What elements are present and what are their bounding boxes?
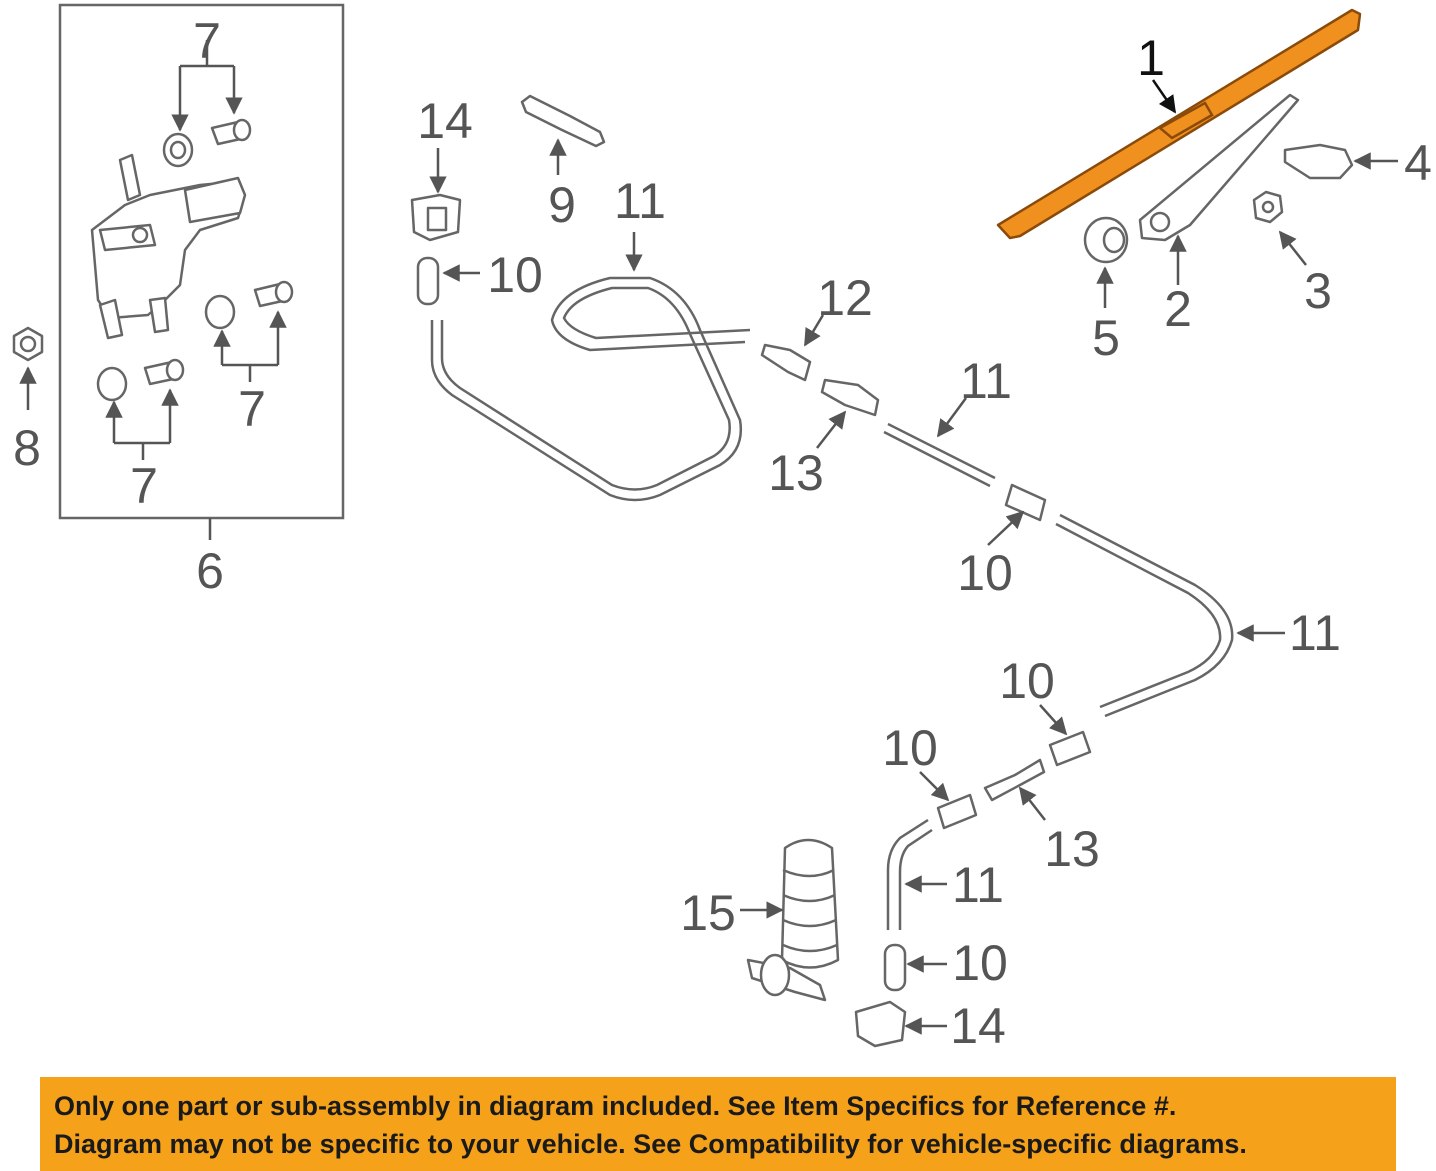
callout-10-lower-left: 10 (882, 720, 938, 776)
hose-coupler-upper (416, 256, 440, 306)
callout-11-upper: 11 (614, 173, 666, 229)
hose-11-long-outer (1059, 513, 1234, 718)
check-valve-12 (760, 343, 812, 382)
callout-10-lower-right: 10 (999, 653, 1055, 709)
hose-coupler-mid (1004, 483, 1047, 522)
hose-coupler-lower-left (936, 793, 978, 830)
callout-7-bottom: 7 (130, 458, 158, 514)
cap-4 (1283, 143, 1354, 180)
callout-2: 2 (1164, 281, 1192, 337)
t-connector-13-lower (983, 758, 1046, 802)
grommet-bushing (96, 132, 236, 402)
callout-11-lower: 11 (952, 857, 1004, 913)
callout-10-mid: 10 (957, 545, 1013, 601)
callout-14-lower: 14 (950, 998, 1006, 1054)
callout-9: 9 (548, 177, 576, 233)
t-connector-13-upper (820, 378, 880, 417)
hose-11-upper-inner (440, 286, 751, 491)
wiper-blade-1 (996, 8, 1362, 240)
washer-pump-15 (746, 838, 840, 1002)
callout-7-right: 7 (238, 381, 266, 437)
callout-5: 5 (1092, 310, 1120, 366)
callout-1: 1 (1137, 30, 1165, 86)
callout-14-upper: 14 (417, 93, 473, 149)
connector-14-lower (854, 1000, 907, 1048)
callout-12: 12 (817, 270, 873, 326)
callout-7-top: 7 (193, 13, 221, 69)
notice-banner: Only one part or sub-assembly in diagram… (40, 1077, 1396, 1171)
callout-6: 6 (196, 543, 224, 599)
callout-10-bottom: 10 (952, 935, 1008, 991)
callout-11-mid: 11 (960, 353, 1012, 409)
hose-coupler-bottom (883, 943, 907, 992)
hose-11-short-outer (886, 818, 929, 930)
connector-14-upper (410, 193, 462, 242)
callout-13-lower: 13 (1044, 821, 1100, 877)
hose-11-short-inner (898, 828, 933, 930)
callout-13-upper: 13 (768, 445, 824, 501)
hose-11-mid-bottom (883, 430, 991, 488)
leader-lines (19, 40, 1398, 1035)
grommet-5 (1083, 216, 1129, 264)
nut-3 (1252, 190, 1284, 224)
wiper-motor (90, 153, 247, 340)
wiper-arm-2 (1138, 93, 1300, 242)
callout-8: 8 (13, 420, 41, 476)
callout-10-upper: 10 (487, 247, 543, 303)
notice-line-2: Diagram may not be specific to your vehi… (54, 1129, 1247, 1159)
hose-11-upper-outer (430, 276, 746, 502)
callout-4: 4 (1404, 135, 1432, 191)
hose-11-mid-top (887, 422, 996, 480)
hose-coupler-lower-right (1048, 730, 1092, 767)
callout-3: 3 (1304, 263, 1332, 319)
nut-8 (12, 326, 44, 362)
nozzle-9 (520, 94, 606, 148)
hose-11-long-inner (1055, 522, 1222, 709)
callout-15: 15 (680, 885, 736, 941)
notice-line-1: Only one part or sub-assembly in diagram… (54, 1091, 1177, 1121)
callout-11-right: 11 (1289, 605, 1341, 661)
motor-assembly-box (58, 3, 345, 520)
mounting-bolt (143, 118, 294, 386)
